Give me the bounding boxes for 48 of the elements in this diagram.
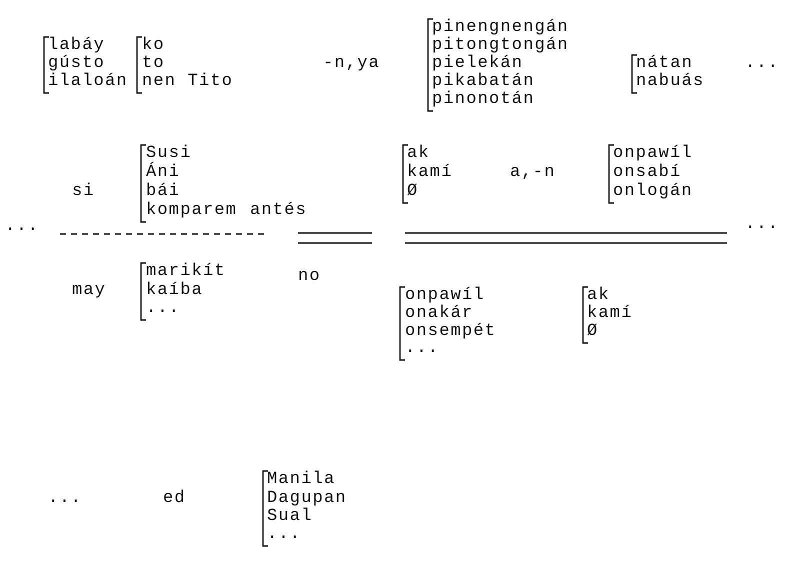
word: antés	[250, 202, 308, 220]
word: ed	[163, 490, 186, 508]
word: Ø	[587, 323, 598, 341]
word: bái	[146, 183, 180, 201]
word: ...	[745, 55, 780, 73]
word: gústo	[48, 55, 106, 73]
word: ak	[407, 145, 430, 163]
word: kaíba	[146, 282, 204, 300]
word: onsempét	[405, 323, 496, 341]
word: ...	[745, 216, 780, 234]
word: pinonotán	[432, 91, 535, 109]
word: ak	[587, 287, 610, 305]
word: ...	[405, 340, 440, 358]
word: komparem	[146, 202, 238, 220]
word: Susi	[146, 145, 192, 163]
word: nen Tito	[142, 73, 234, 91]
word: Dagupan	[267, 490, 347, 508]
word: ...	[267, 526, 302, 544]
word: onpawíl	[405, 287, 485, 305]
word: onakár	[405, 305, 474, 323]
word: ilaloán	[48, 73, 128, 91]
word: Ø	[407, 183, 418, 201]
word: ...	[5, 218, 40, 236]
word: nátan	[636, 55, 694, 73]
word: si	[72, 183, 95, 201]
word: onsabí	[613, 164, 682, 182]
word: may	[72, 282, 106, 300]
word: kamí	[407, 164, 453, 182]
word: pikabatán	[432, 73, 535, 91]
word: labáy	[48, 37, 106, 55]
word: onlogán	[613, 183, 693, 201]
word: marikít	[146, 263, 226, 281]
word: Manila	[267, 471, 336, 489]
word: pitongtongán	[432, 37, 569, 55]
word: ...	[48, 490, 82, 508]
word: nabuás	[636, 73, 704, 91]
word: -n,ya	[323, 55, 380, 73]
word: no	[298, 268, 321, 286]
word: ko	[142, 37, 165, 55]
word: Áni	[146, 164, 180, 182]
word: pinengnengán	[432, 19, 569, 37]
word: Sual	[267, 508, 313, 526]
word: kamí	[587, 305, 633, 323]
word: onpawíl	[613, 145, 693, 163]
word: a,-n	[510, 164, 556, 182]
word: pielekán	[432, 55, 524, 73]
word: ...	[146, 300, 180, 318]
word: to	[142, 55, 165, 73]
